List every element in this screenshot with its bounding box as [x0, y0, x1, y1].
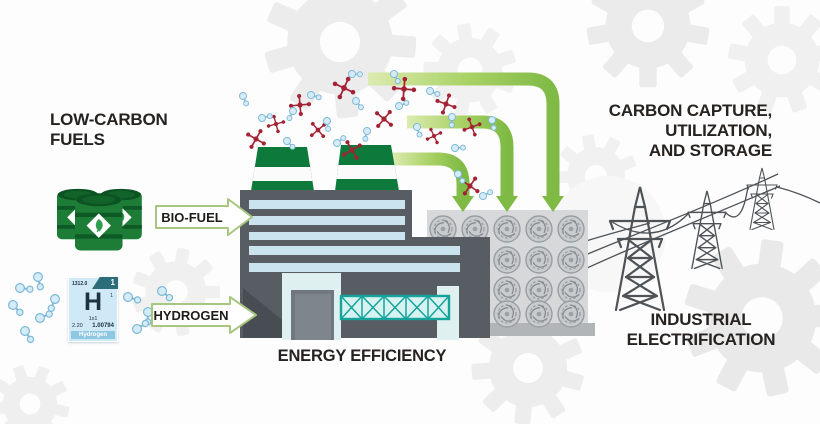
carbon-capture-label: CARBON CAPTURE, UTILIZATION, AND STORAGE	[608, 101, 772, 161]
hydrogen-arrow-label: HYDROGEN	[153, 308, 229, 323]
transmission-towers-icon	[582, 167, 820, 312]
window-band	[249, 200, 405, 209]
capture-arrow-icon	[368, 72, 564, 212]
energy-efficiency-label: ENERGY EFFICIENCY	[277, 347, 447, 365]
factory-icon	[240, 190, 490, 340]
industrial-electrification-label: INDUSTRIAL ELECTRIFICATION	[626, 310, 776, 350]
ionization-energy-value: 1312.0	[72, 281, 88, 287]
walkway-truss	[339, 294, 451, 321]
capture-arrow-icon	[392, 152, 474, 212]
hydrogen-element-tile: 1 1312.0 1 H 1s1 2.20 1.00794 Hydrogen	[68, 277, 118, 342]
transmission-tower-icon	[687, 190, 727, 270]
electronegativity-value: 2.20	[72, 323, 83, 329]
oil-barrels-icon	[56, 188, 143, 252]
smokestack-icon	[335, 145, 399, 191]
biofuel-arrow	[155, 198, 253, 236]
smokestack-icon	[251, 147, 314, 191]
oxidation-state-value: 1	[110, 293, 113, 299]
atomic-number-tab: 1	[92, 277, 118, 289]
biofuel-arrow-label: BIO-FUEL	[161, 210, 223, 225]
smokestacks	[251, 145, 399, 191]
element-symbol: H	[83, 288, 103, 316]
window-band	[249, 216, 405, 225]
electron-config-value: 1s1	[88, 316, 98, 322]
capture-arrow-icon	[407, 115, 518, 212]
hydrogen-arrow	[151, 296, 257, 334]
capture-arrows	[368, 72, 564, 212]
window-band	[249, 246, 460, 255]
atomic-mass-value: 1.00794	[92, 323, 114, 329]
low-carbon-fuels-label: LOW-CARBON FUELS	[50, 110, 168, 150]
window-band	[249, 232, 405, 240]
window-band	[249, 263, 460, 272]
element-name-label: Hydrogen	[71, 331, 115, 339]
